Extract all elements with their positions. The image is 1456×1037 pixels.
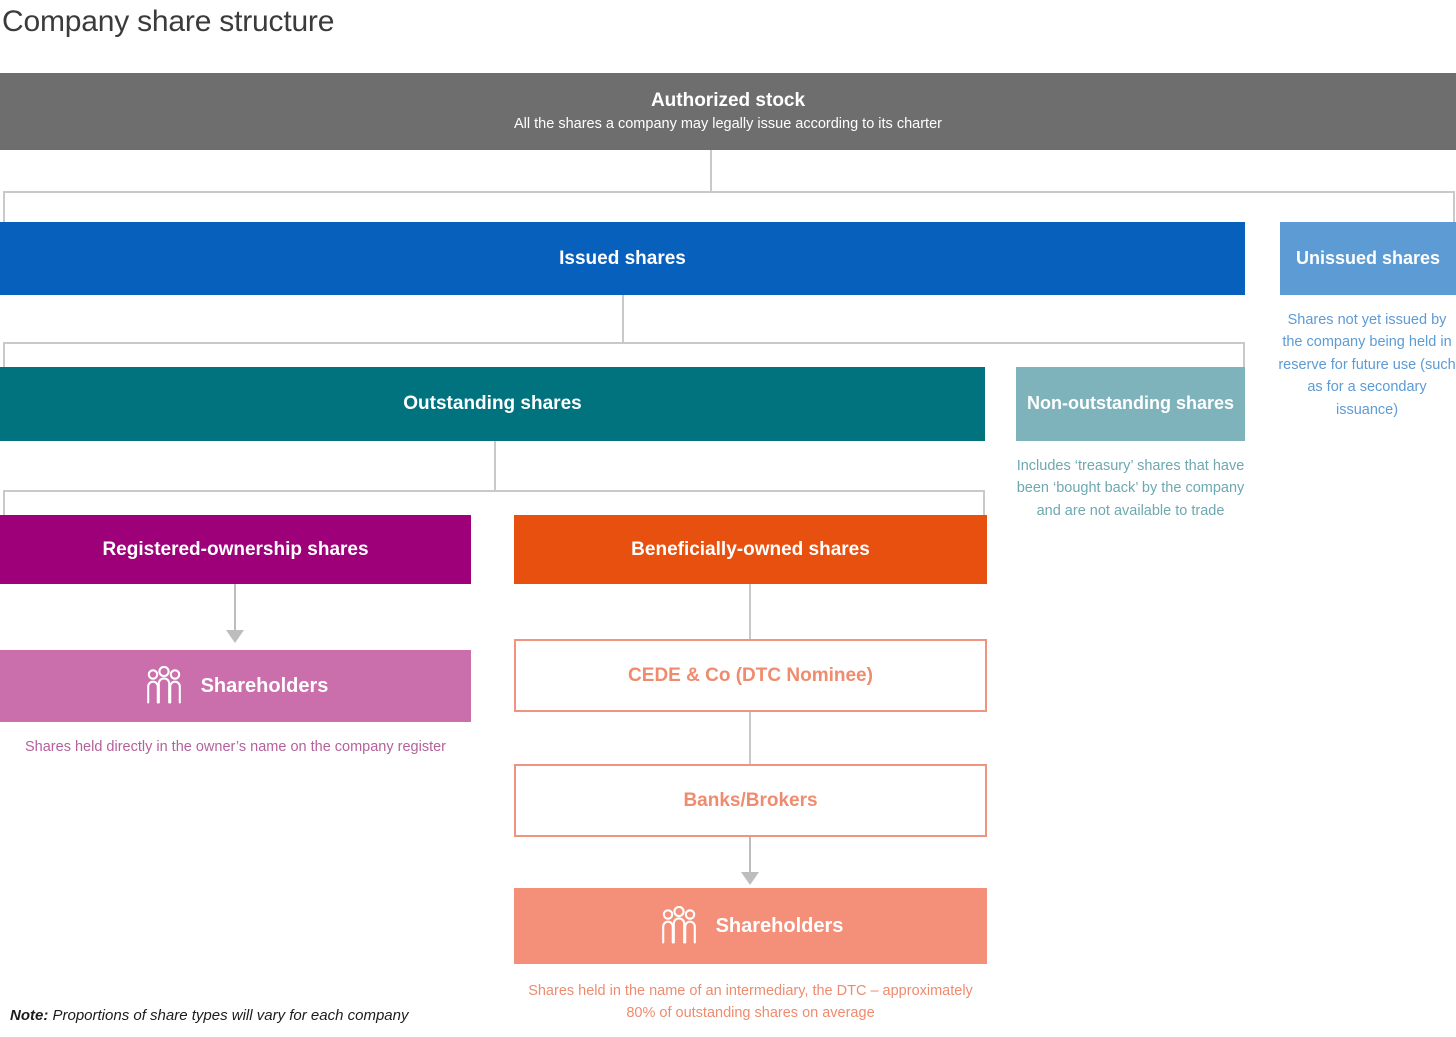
arrow-banks-to-shareholders-line — [749, 837, 751, 875]
footnote-prefix: Note: — [10, 1007, 49, 1024]
people-group-icon — [143, 666, 185, 706]
connector-issued-stub — [3, 191, 5, 222]
people-group-icon — [658, 906, 700, 946]
non-outstanding-shares-caption: Includes ‘treasury’ shares that have bee… — [1016, 458, 1245, 519]
footnote: Note: Proportions of share types will va… — [10, 1007, 409, 1024]
node-registered-ownership-shares: Registered-ownership shares — [0, 515, 471, 584]
shareholders-beneficial-caption: Shares held in the name of an intermedia… — [528, 983, 973, 1022]
connector-authorized-drop — [710, 150, 712, 192]
node-outstanding-shares: Outstanding shares — [0, 367, 985, 441]
authorized-stock-title: Authorized stock — [650, 90, 806, 112]
connector-cede-to-banks — [749, 712, 751, 764]
connector-outstanding-drop — [494, 441, 496, 491]
node-authorized-stock: Authorized stock All the shares a compan… — [0, 73, 1456, 150]
unissued-shares-title: Unissued shares — [1295, 247, 1441, 268]
unissued-shares-caption: Shares not yet issued by the company bei… — [1278, 312, 1456, 418]
connector-unissued-stub — [1453, 191, 1455, 222]
cede-and-co-label: CEDE & Co (DTC Nominee) — [628, 664, 873, 686]
connector-issued-drop — [622, 295, 624, 343]
node-banks-brokers: Banks/Brokers — [514, 764, 987, 837]
connector-outstanding-stub — [3, 342, 5, 368]
page-title: Company share structure — [2, 5, 335, 38]
node-issued-shares: Issued shares — [0, 222, 1245, 295]
connector-level2-bus — [3, 342, 1245, 344]
authorized-stock-subtitle: All the shares a company may legally iss… — [514, 115, 942, 132]
node-cede-and-co: CEDE & Co (DTC Nominee) — [514, 639, 987, 712]
connector-beneficial-stub — [983, 490, 985, 516]
non-outstanding-shares-title: Non-outstanding shares — [1026, 393, 1234, 414]
shareholders-registered-caption: Shares held directly in the owner’s name… — [25, 739, 446, 755]
footnote-text: Proportions of share types will vary for… — [48, 1007, 409, 1024]
outstanding-shares-title: Outstanding shares — [403, 393, 582, 415]
node-shareholders-registered: Shareholders — [0, 650, 471, 722]
node-beneficially-owned-shares: Beneficially-owned shares — [514, 515, 987, 584]
beneficially-owned-shares-title: Beneficially-owned shares — [631, 538, 870, 560]
banks-brokers-label: Banks/Brokers — [683, 789, 818, 811]
arrow-registered-to-shareholders-head — [226, 630, 244, 643]
connector-non-outstanding-stub — [1243, 342, 1245, 368]
connector-registered-stub — [3, 490, 5, 516]
connector-level3-bus — [3, 490, 985, 492]
node-unissued-shares: Unissued shares — [1280, 222, 1456, 295]
arrow-banks-to-shareholders-head — [741, 872, 759, 885]
shareholders-registered-label: Shareholders — [200, 674, 329, 697]
connector-beneficial-to-cede — [749, 584, 751, 639]
registered-ownership-shares-title: Registered-ownership shares — [102, 538, 369, 560]
connector-level1-bus — [3, 191, 1455, 193]
issued-shares-title: Issued shares — [559, 247, 686, 269]
node-shareholders-beneficial: Shareholders — [514, 888, 987, 964]
node-non-outstanding-shares: Non-outstanding shares — [1016, 367, 1245, 441]
arrow-registered-to-shareholders-line — [234, 584, 236, 632]
shareholders-beneficial-label: Shareholders — [715, 914, 844, 937]
